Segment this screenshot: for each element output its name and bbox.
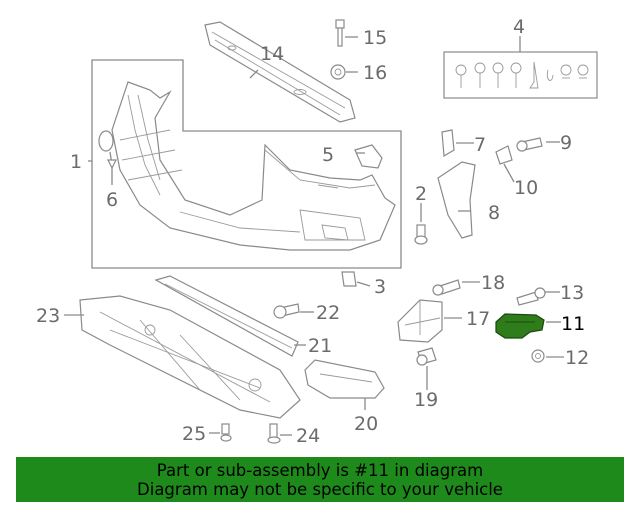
callout-1: 1 [70, 151, 82, 173]
callout-24: 24 [296, 425, 320, 447]
bumper-cover-part[interactable] [111, 81, 396, 251]
bolt-part-25[interactable] [220, 423, 232, 442]
leader-lines [64, 36, 564, 436]
callout-22: 22 [316, 302, 340, 324]
bracket-part-5[interactable] [354, 144, 383, 169]
clip-part-3[interactable] [341, 271, 357, 287]
emblem-part[interactable] [98, 130, 117, 170]
callout-23: 23 [36, 305, 60, 327]
callout-5: 5 [322, 144, 334, 166]
callout-7: 7 [474, 134, 486, 156]
info-banner: Part or sub-assembly is #11 in diagram D… [16, 457, 624, 502]
banner-line-1: Part or sub-assembly is #11 in diagram [156, 461, 484, 480]
banner-line-2: Diagram may not be specific to your vehi… [137, 480, 503, 499]
callout-10: 10 [514, 177, 538, 199]
screw-part-22[interactable] [273, 303, 300, 319]
callout-25: 25 [182, 423, 206, 445]
callout-19: 19 [414, 389, 438, 411]
screw-part-13[interactable] [516, 287, 546, 306]
callout-11: 11 [561, 313, 585, 335]
callout-9: 9 [560, 132, 572, 154]
bracket-part-7[interactable] [441, 129, 455, 158]
nut-part-12[interactable] [531, 349, 545, 363]
callout-13: 13 [560, 282, 584, 304]
callout-15: 15 [363, 27, 387, 49]
callout-21: 21 [308, 335, 332, 357]
nut-part-16[interactable] [330, 64, 346, 80]
callout-4: 4 [513, 16, 525, 38]
callout-14: 14 [260, 43, 284, 65]
callout-6: 6 [106, 189, 118, 211]
lower-grille-part[interactable] [154, 275, 299, 357]
bumper-assembly-frame [91, 59, 402, 269]
callout-3: 3 [374, 276, 386, 298]
parts-diagram: 1 2 3 4 5 6 7 8 9 10 11 12 13 14 15 16 1… [36, 16, 598, 447]
callout-16: 16 [363, 62, 387, 84]
bolt-part-18[interactable] [432, 279, 461, 296]
callout-17: 17 [466, 308, 490, 330]
bolt-part-15[interactable] [335, 19, 345, 47]
hardware-kit-part[interactable] [443, 36, 598, 99]
callout-20: 20 [354, 413, 378, 435]
callout-12: 12 [565, 347, 589, 369]
callout-labels: 1 2 3 4 5 6 7 8 9 10 11 12 13 14 15 16 1… [36, 16, 589, 447]
bolt-part-19[interactable] [416, 347, 437, 366]
reinforcement-beam-part[interactable] [204, 21, 356, 123]
screw-part-9[interactable] [516, 137, 543, 152]
side-trim-part-20[interactable] [304, 359, 385, 399]
mount-bracket-part-17[interactable] [397, 299, 443, 343]
bolt-part-24[interactable] [267, 423, 281, 444]
callout-18: 18 [481, 272, 505, 294]
callout-8: 8 [488, 202, 500, 224]
guide-part-8[interactable] [437, 161, 476, 239]
fastener-part-2[interactable] [414, 224, 428, 245]
highlighted-part-11[interactable] [495, 313, 545, 339]
clip-part-10[interactable] [495, 145, 513, 165]
callout-2: 2 [415, 183, 427, 205]
undertray-part[interactable] [79, 295, 301, 419]
